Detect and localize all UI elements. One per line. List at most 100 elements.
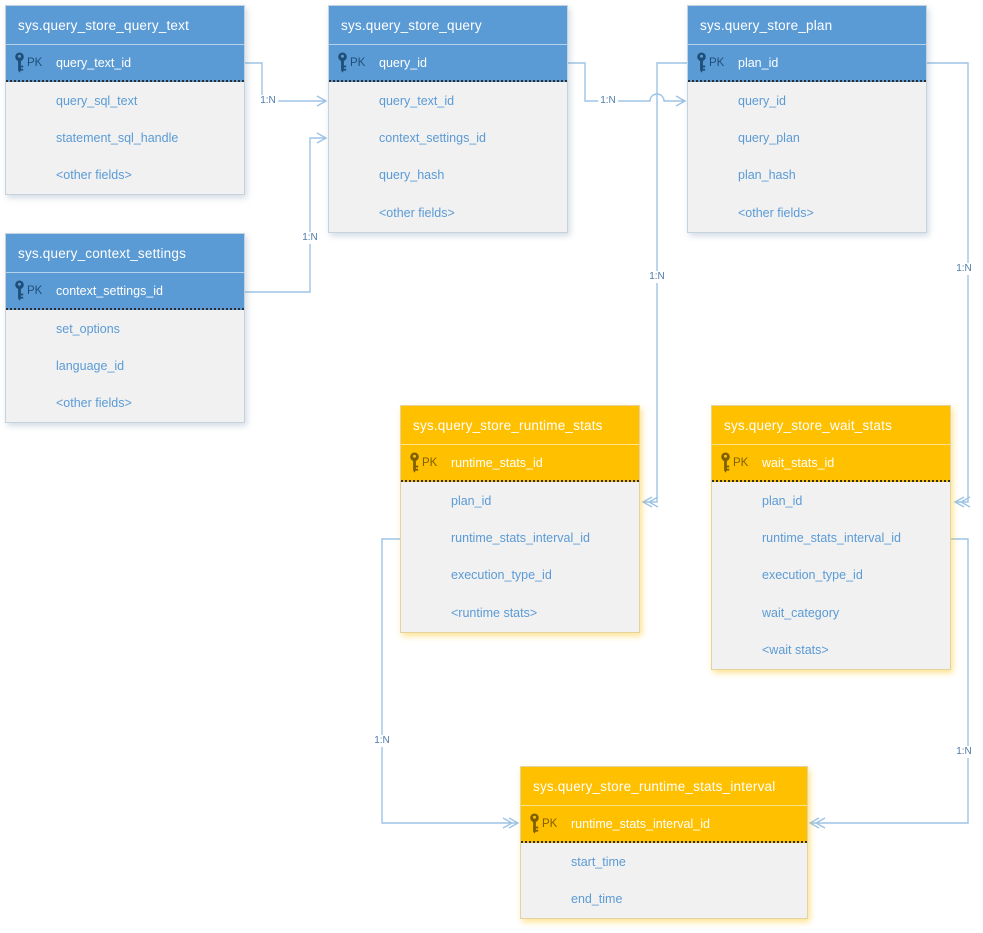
field-name: <runtime stats> bbox=[451, 605, 538, 620]
relationship-connector bbox=[568, 62, 687, 107]
relationship-connector bbox=[245, 62, 328, 107]
field-name: <other fields> bbox=[56, 396, 132, 411]
key-icon bbox=[336, 52, 349, 74]
field-name: runtime_stats_interval_id bbox=[762, 531, 901, 546]
pk-label: PK bbox=[542, 817, 558, 830]
table-title: sys.query_context_settings bbox=[6, 234, 244, 272]
field-name: query_plan bbox=[738, 131, 800, 146]
field-row: context_settings_id bbox=[329, 119, 567, 156]
primary-key-row: PK plan_id bbox=[688, 44, 926, 82]
field-name: <wait stats> bbox=[762, 643, 829, 658]
field-name: plan_id bbox=[762, 493, 803, 508]
entity-table-sys-query-store-plan: sys.query_store_plan PK plan_id query_id… bbox=[687, 5, 927, 233]
table-title: sys.query_store_runtime_stats bbox=[401, 406, 639, 444]
table-fields: plan_id runtime_stats_interval_id executio… bbox=[712, 482, 950, 669]
field-name: execution_type_id bbox=[451, 568, 552, 583]
pk-label: PK bbox=[27, 56, 43, 69]
entity-table-sys-query-context-settings: sys.query_context_settings PK context_se… bbox=[5, 233, 245, 424]
field-row: <other fields> bbox=[6, 385, 244, 422]
table-title: sys.query_store_wait_stats bbox=[712, 406, 950, 444]
key-icon bbox=[13, 280, 26, 302]
table-fields: query_id query_plan plan_hash <other fields… bbox=[688, 82, 926, 232]
field-name: plan_id bbox=[451, 493, 492, 508]
field-row: runtime_stats_interval_id bbox=[712, 519, 950, 556]
relationship-cardinality-label: 1:N bbox=[954, 263, 974, 275]
field-name: query_id bbox=[738, 93, 786, 108]
entity-table-sys-query-store-wait-stats: sys.query_store_wait_stats PK wait_stats… bbox=[711, 405, 951, 670]
pk-field-name: context_settings_id bbox=[56, 283, 164, 298]
field-name: execution_type_id bbox=[762, 568, 863, 583]
pk-label: PK bbox=[422, 456, 438, 469]
field-row: wait_category bbox=[712, 594, 950, 631]
table-fields: start_time end_time bbox=[521, 843, 807, 918]
pk-label: PK bbox=[733, 456, 749, 469]
field-row: query_sql_text bbox=[6, 82, 244, 119]
entity-table-sys-query-store-runtime-stats-interval: sys.query_store_runtime_stats_interval P… bbox=[520, 766, 808, 919]
field-row: end_time bbox=[521, 880, 807, 917]
field-name: query_hash bbox=[379, 168, 445, 183]
pk-field-name: wait_stats_id bbox=[762, 455, 835, 470]
field-name: runtime_stats_interval_id bbox=[451, 531, 590, 546]
relationship-connector bbox=[245, 132, 328, 293]
field-row: plan_id bbox=[401, 482, 639, 519]
pk-label: PK bbox=[350, 56, 366, 69]
relationship-cardinality-label: 1:N bbox=[954, 746, 974, 758]
field-row: <runtime stats> bbox=[401, 594, 639, 631]
field-row: execution_type_id bbox=[401, 557, 639, 594]
relationship-connector bbox=[381, 538, 520, 829]
key-icon bbox=[719, 452, 732, 474]
field-row: <wait stats> bbox=[712, 632, 950, 669]
primary-key-row: PK runtime_stats_id bbox=[401, 444, 639, 482]
primary-key-row: PK query_id bbox=[329, 44, 567, 82]
table-title: sys.query_store_runtime_stats_interval bbox=[521, 767, 807, 805]
primary-key-row: PK context_settings_id bbox=[6, 272, 244, 310]
field-row: language_id bbox=[6, 347, 244, 384]
field-row: runtime_stats_interval_id bbox=[401, 519, 639, 556]
field-row: <other fields> bbox=[6, 157, 244, 194]
relationship-cardinality-label: 1:N bbox=[647, 271, 667, 283]
pk-field-name: plan_id bbox=[738, 55, 779, 70]
entity-table-sys-query-store-query: sys.query_store_query PK query_id query_… bbox=[328, 5, 568, 233]
relationship-connector bbox=[808, 538, 969, 829]
pk-label: PK bbox=[709, 56, 725, 69]
primary-key-row: PK query_text_id bbox=[6, 44, 244, 82]
relationship-cardinality-label: 1:N bbox=[598, 95, 618, 107]
pk-field-name: runtime_stats_id bbox=[451, 455, 543, 470]
key-icon bbox=[408, 452, 421, 474]
table-title: sys.query_store_query_text bbox=[6, 6, 244, 44]
field-row: <other fields> bbox=[688, 194, 926, 231]
relationship-connector bbox=[641, 62, 687, 508]
field-name: query_sql_text bbox=[56, 93, 138, 108]
field-name: query_text_id bbox=[379, 93, 455, 108]
field-row: plan_hash bbox=[688, 157, 926, 194]
field-name: plan_hash bbox=[738, 168, 796, 183]
table-fields: query_text_id context_settings_id query_ha… bbox=[329, 82, 567, 232]
field-name: start_time bbox=[571, 854, 626, 869]
entity-table-sys-query-store-runtime-stats: sys.query_store_runtime_stats PK runtime… bbox=[400, 405, 640, 633]
relationship-cardinality-label: 1:N bbox=[258, 95, 278, 107]
field-name: <other fields> bbox=[738, 205, 814, 220]
field-name: end_time bbox=[571, 892, 623, 907]
primary-key-row: PK runtime_stats_interval_id bbox=[521, 805, 807, 843]
relationship-connector bbox=[927, 62, 971, 508]
field-name: language_id bbox=[56, 359, 125, 374]
table-title: sys.query_store_plan bbox=[688, 6, 926, 44]
key-icon bbox=[695, 52, 708, 74]
field-row: query_hash bbox=[329, 157, 567, 194]
field-name: set_options bbox=[56, 321, 120, 336]
key-icon bbox=[528, 813, 541, 835]
table-title: sys.query_store_query bbox=[329, 6, 567, 44]
field-name: <other fields> bbox=[56, 168, 132, 183]
primary-key-row: PK wait_stats_id bbox=[712, 444, 950, 482]
field-name: wait_category bbox=[762, 605, 840, 620]
field-row: execution_type_id bbox=[712, 557, 950, 594]
pk-field-name: query_id bbox=[379, 55, 427, 70]
field-row: query_id bbox=[688, 82, 926, 119]
relationship-cardinality-label: 1:N bbox=[300, 232, 320, 244]
pk-field-name: runtime_stats_interval_id bbox=[571, 816, 710, 831]
field-row: start_time bbox=[521, 843, 807, 880]
field-name: <other fields> bbox=[379, 205, 455, 220]
